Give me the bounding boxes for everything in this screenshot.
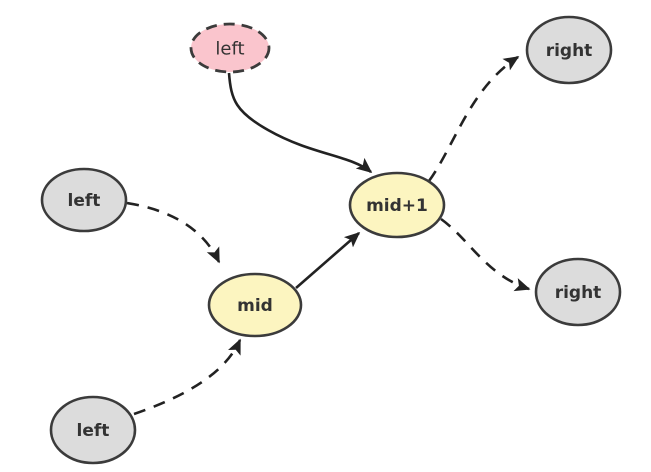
edge-mid-plus-1-to-right-bottom — [440, 217, 531, 292]
nodes-layer: left right left mid+1 mid right left — [40, 15, 622, 465]
node-shape-mid[interactable] — [207, 272, 303, 338]
node-shape-right-bottom[interactable] — [534, 257, 622, 327]
node-label-right-bottom: right — [555, 283, 602, 303]
node-label-left-bottom: left — [77, 421, 110, 441]
node-shape-right-top[interactable] — [525, 15, 613, 85]
node-label-right-top: right — [546, 41, 593, 61]
node-label-mid: mid — [237, 296, 273, 316]
edge-left-bottom-to-mid — [133, 338, 242, 416]
node-right-top[interactable]: right — [525, 15, 613, 85]
node-label-mid-plus-1: mid+1 — [366, 196, 428, 216]
edge-left-top-pink-to-mid-plus-1 — [227, 72, 373, 174]
node-shape-left-top-pink[interactable] — [189, 22, 271, 74]
node-right-bottom[interactable]: right — [534, 257, 622, 327]
node-shape-left-mid[interactable] — [40, 167, 128, 233]
node-shape-mid-plus-1[interactable] — [348, 171, 446, 239]
node-mid[interactable]: mid — [207, 272, 303, 338]
edge-mid-plus-1-to-right-top — [427, 55, 520, 182]
edge-left-mid-to-mid — [126, 201, 221, 264]
node-left-bottom[interactable]: left — [49, 395, 137, 465]
node-left-mid[interactable]: left — [40, 167, 128, 233]
node-left-top-pink[interactable]: left — [189, 22, 271, 74]
node-label-left-mid: left — [68, 191, 101, 211]
node-label-left-top-pink: left — [215, 39, 244, 60]
edge-mid-to-mid-plus-1 — [295, 231, 361, 289]
node-shape-left-bottom[interactable] — [49, 395, 137, 465]
node-mid-plus-1[interactable]: mid+1 — [348, 171, 446, 239]
edges-layer — [126, 55, 531, 416]
